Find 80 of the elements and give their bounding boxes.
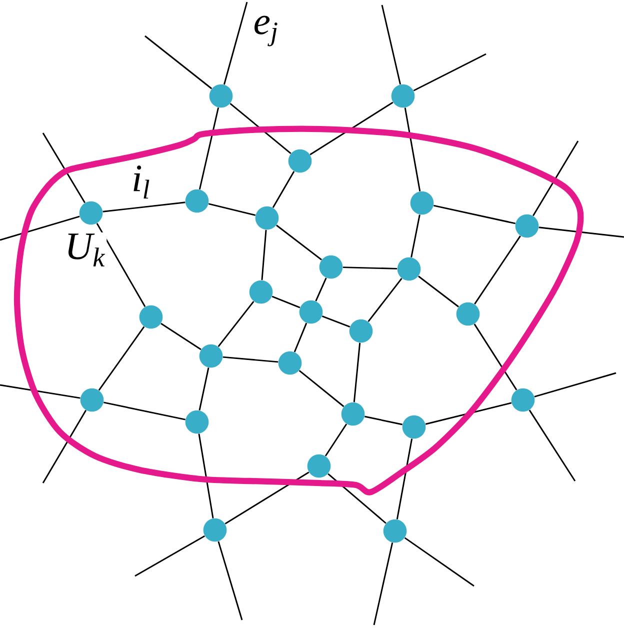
- graph-edge: [294, 322, 308, 352]
- vertex-dot: [307, 454, 331, 478]
- graph-edge: [425, 402, 512, 425]
- graph-edge: [315, 278, 327, 302]
- graph-edge: [224, 472, 310, 524]
- graph-edge: [222, 356, 278, 363]
- graph-edge: [0, 216, 80, 241]
- graph-edge: [342, 266, 398, 270]
- vertex-dot: [383, 519, 407, 543]
- vertex-dot: [456, 302, 480, 326]
- vertex-dot: [397, 257, 421, 281]
- graph-edge: [272, 170, 295, 208]
- vertex-dot: [511, 388, 535, 412]
- vertex-dot: [79, 201, 103, 225]
- graph-edge: [261, 230, 267, 280]
- vertex-dot: [185, 410, 209, 434]
- graph-edge: [104, 402, 186, 420]
- graph-edge: [298, 370, 344, 408]
- vertex-dot: [410, 191, 434, 215]
- graph-edge: [324, 424, 348, 456]
- graph-edge: [134, 535, 206, 577]
- vertex-dot: [278, 351, 302, 375]
- graph-edge: [198, 434, 214, 518]
- graph-edge: [404, 108, 421, 192]
- vertex-dot: [515, 214, 539, 238]
- vertex-dot: [139, 305, 163, 329]
- graph-edge: [98, 326, 145, 391]
- vertex-dot: [199, 344, 223, 368]
- vertex-dot: [319, 255, 343, 279]
- graph-edge: [218, 541, 243, 620]
- graph-edge: [532, 140, 579, 216]
- graph-edge: [410, 214, 420, 258]
- graph-edge: [208, 203, 256, 216]
- graph-edge: [418, 276, 459, 308]
- graph-edge: [42, 410, 87, 484]
- graph-edge: [223, 2, 248, 85]
- graph-edge: [160, 322, 202, 350]
- graph-edge: [373, 542, 394, 626]
- edge-label: i$_{l}$: [130, 164, 152, 200]
- graph-edge: [96, 222, 146, 308]
- graph-edge: [538, 226, 624, 238]
- vertex-dot: [80, 388, 104, 412]
- edge-label: e$_{j}$: [252, 14, 280, 48]
- vertex-label: U$_{k}$: [63, 232, 107, 268]
- graph-edge: [474, 324, 518, 390]
- graph-edge: [534, 372, 616, 398]
- vertex-dot: [391, 84, 415, 108]
- vertex-dot: [255, 206, 279, 230]
- vertex-dot: [402, 415, 426, 439]
- graph-edge: [102, 202, 186, 212]
- graph-edge: [368, 278, 402, 322]
- graph-edge: [310, 102, 394, 156]
- graph-edge: [528, 410, 576, 482]
- graph-edge: [353, 342, 361, 402]
- graph-edge: [364, 416, 402, 426]
- graph-edge: [276, 224, 322, 260]
- graph-edge: [0, 384, 80, 399]
- graph-edge: [381, 4, 402, 85]
- graph-edge: [230, 103, 292, 154]
- vertex-dot: [203, 518, 227, 542]
- graph-edge: [218, 300, 254, 348]
- vertex-dot: [299, 300, 323, 324]
- vertex-dot: [349, 319, 373, 343]
- graph-edge: [198, 368, 210, 410]
- graph-edge: [198, 107, 220, 190]
- graph-edge: [396, 438, 413, 520]
- graph-edge: [404, 537, 474, 587]
- graph-edge: [144, 35, 212, 90]
- vertex-dot: [185, 189, 209, 213]
- graph-edge: [474, 236, 521, 304]
- graph-edge: [434, 204, 516, 224]
- graph-edge: [328, 473, 386, 524]
- vertex-dot: [341, 402, 365, 426]
- graph-edge: [413, 53, 486, 92]
- graph-edge: [42, 132, 86, 204]
- graph-edge: [322, 316, 350, 328]
- graph-edge: [272, 296, 300, 308]
- vertex-dot: [249, 280, 273, 304]
- vertex-dot: [209, 84, 233, 108]
- vertex-dot: [288, 149, 312, 173]
